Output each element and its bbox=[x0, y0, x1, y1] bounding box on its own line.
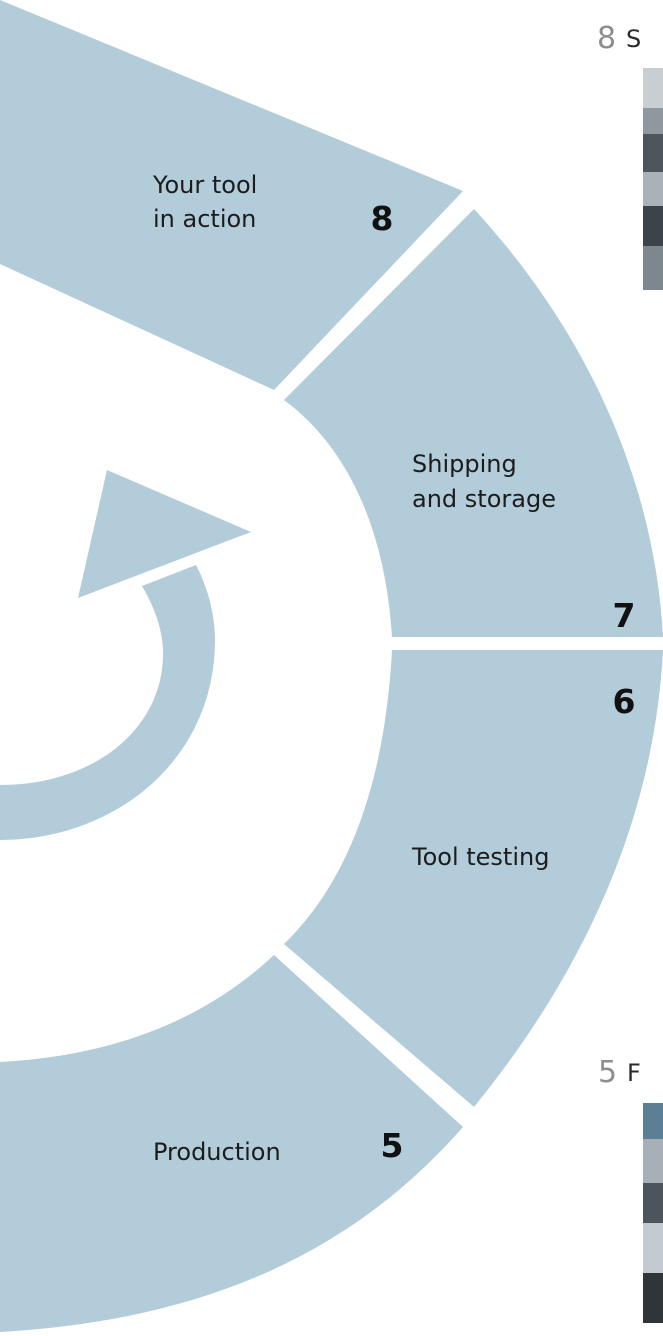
segment-5-label: Production bbox=[153, 1138, 281, 1166]
segment-6-number: 6 bbox=[613, 682, 636, 721]
segment-6-shape bbox=[284, 650, 663, 1107]
segment-5-number: 5 bbox=[381, 1126, 404, 1165]
segment-7-label-line-2: and storage bbox=[412, 485, 556, 513]
segment-7-number: 7 bbox=[613, 596, 636, 635]
side-caption-8-number: 8 bbox=[597, 21, 616, 56]
side-caption-8-text: S bbox=[626, 25, 641, 53]
segment-8-shape bbox=[0, 0, 463, 390]
side-caption-5-text: F bbox=[627, 1059, 641, 1087]
segment-production: Production 5 bbox=[0, 955, 463, 1332]
cycle-arrow-icon bbox=[0, 470, 251, 840]
segment-8-number: 8 bbox=[371, 199, 394, 238]
side-photo-5 bbox=[643, 1103, 663, 1323]
segment-shipping-and-storage: Shipping and storage 7 bbox=[284, 209, 663, 637]
segment-tool-testing: 6 Tool testing bbox=[284, 650, 663, 1107]
segment-5-shape bbox=[0, 955, 463, 1332]
segment-7-shape bbox=[284, 209, 663, 637]
cycle-arrow-arc bbox=[0, 565, 215, 840]
segment-7-label-line-1: Shipping bbox=[412, 450, 517, 478]
side-caption-5: 5 F bbox=[598, 1055, 663, 1323]
segment-6-label: Tool testing bbox=[411, 843, 549, 871]
side-caption-8: 8 S bbox=[597, 21, 663, 290]
segment-8-label-line-1: Your tool bbox=[152, 171, 257, 199]
cycle-arrow-head bbox=[78, 470, 251, 598]
side-photo-8 bbox=[643, 68, 663, 290]
segment-8-label-line-2: in action bbox=[153, 205, 256, 233]
side-caption-5-number: 5 bbox=[598, 1055, 617, 1090]
segment-your-tool-in-action: Your tool in action 8 bbox=[0, 0, 463, 390]
